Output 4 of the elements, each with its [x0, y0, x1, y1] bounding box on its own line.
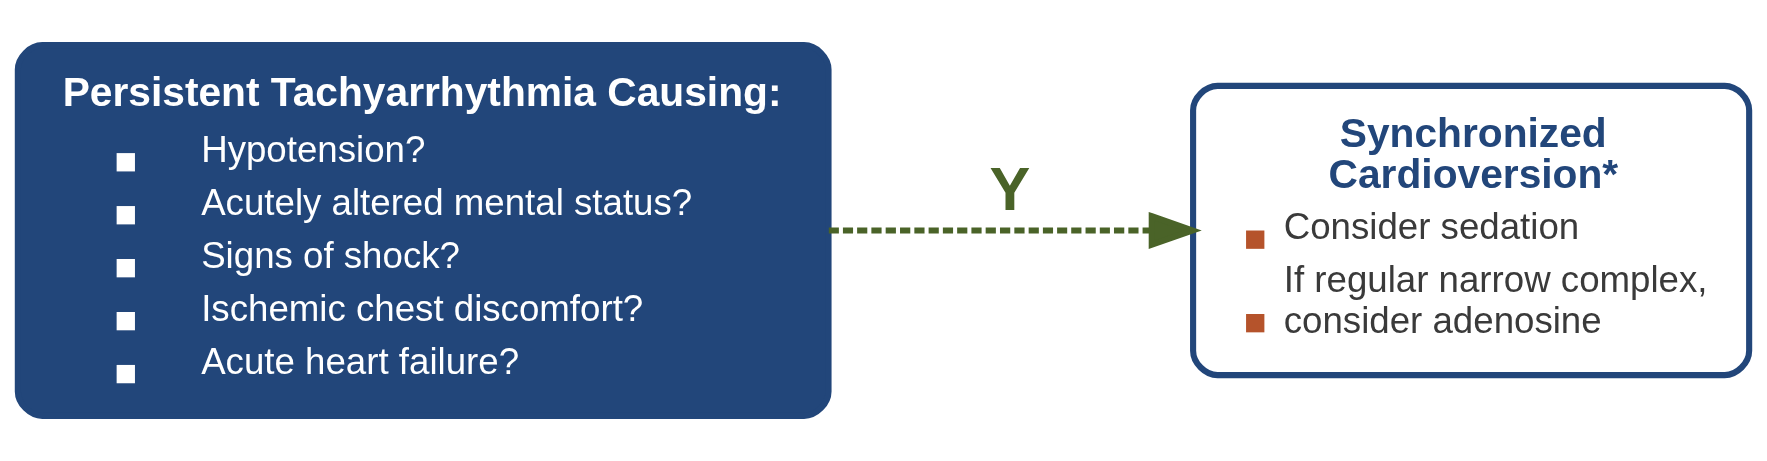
arrow	[828, 211, 1202, 250]
node-box: Persistent Tachyarrhythmia Causing: Hypotension? Acutely altered mental status? Signs of shock? Ischemic chest discomfort? Acute heart failure?	[14, 42, 832, 419]
edge-label: Y	[989, 155, 1031, 224]
node-box: Synchronized Cardioversion* Consider sedation If regular narrow complex, consider adenosine	[1190, 82, 1753, 379]
